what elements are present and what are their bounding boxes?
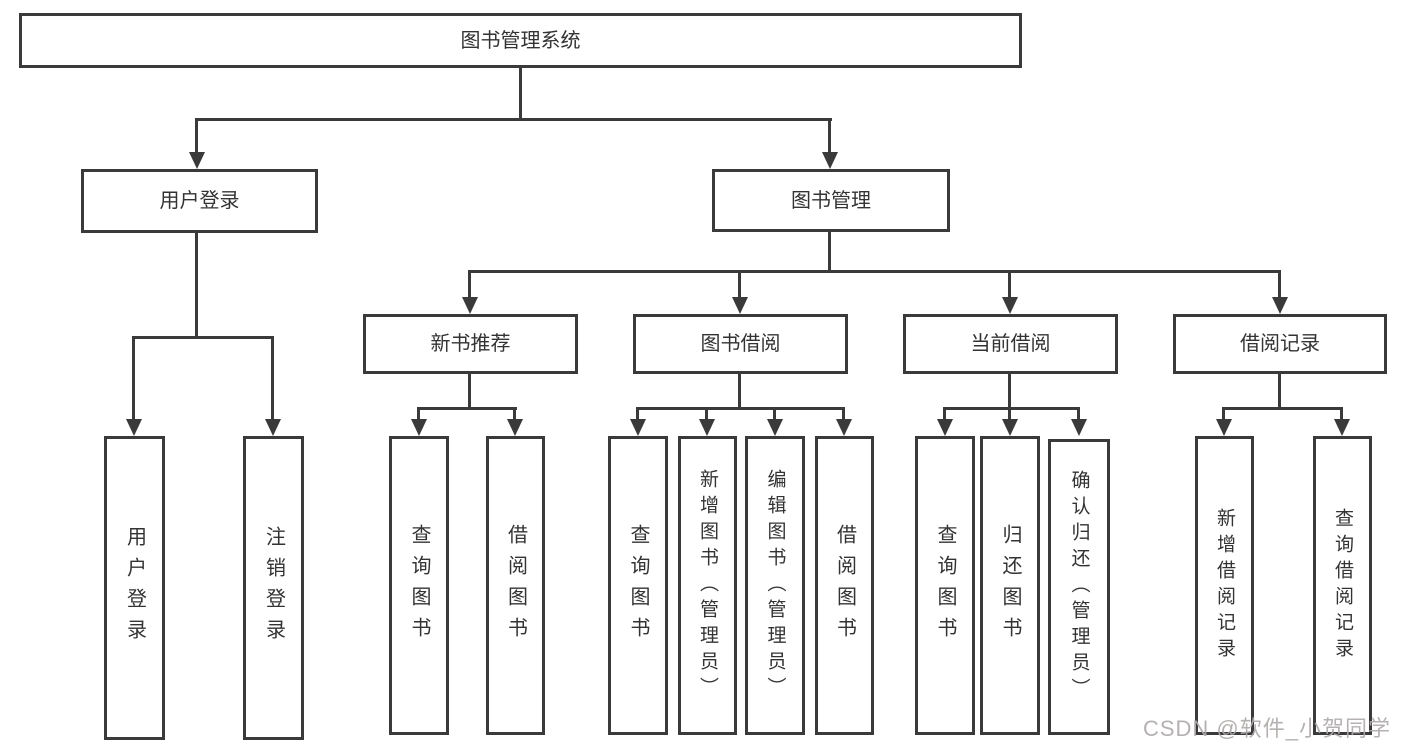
arrowhead-icon: [937, 419, 953, 436]
arrowhead-icon: [836, 419, 852, 436]
edge-root-stem: [519, 68, 522, 119]
leaf-user-login: 用户登录: [104, 436, 165, 740]
node-label: 当前借阅: [970, 333, 1051, 355]
arrowhead-icon: [1002, 297, 1018, 314]
edge-borrow-record-rail: [1222, 407, 1343, 410]
arrowhead-icon: [1272, 297, 1288, 314]
arrowhead-icon: [126, 419, 142, 436]
edge-leaf-stem: [705, 407, 708, 419]
node-label: 新书推荐: [430, 333, 511, 355]
edge-leaf-stem: [513, 407, 516, 419]
leaf-return-books: 归还图书: [980, 436, 1040, 735]
edge-leaf-stem: [636, 407, 639, 419]
leaf-query-borrow-record: 查询借阅记录: [1313, 436, 1372, 735]
leaf-borrow-books-2: 借阅图书: [815, 436, 874, 735]
edge-current-borrow-stem: [1008, 374, 1011, 407]
arrowhead-icon: [1071, 419, 1087, 436]
edge-new-book-rail: [417, 407, 517, 410]
arrowhead-icon: [630, 419, 646, 436]
leaf-query-books-1: 查询图书: [389, 436, 449, 735]
node-label: 借阅图书: [504, 523, 527, 648]
node-book-borrowing: 图书借阅: [633, 314, 848, 374]
node-label: 编辑图书（管理员）: [764, 468, 786, 703]
node-label: 借阅图书: [833, 523, 856, 648]
edge-leaf-stem: [1340, 407, 1343, 419]
node-label: 用户登录: [159, 190, 240, 212]
edge-leaf-stem: [417, 407, 420, 419]
arrowhead-icon: [265, 419, 281, 436]
edge-to-book-mgmt: [828, 118, 831, 152]
node-label: 查询图书: [934, 523, 956, 648]
node-label: 确认归还（管理员）: [1068, 470, 1090, 704]
node-label: 图书管理系统: [460, 29, 581, 52]
node-label: 新增借阅记录: [1214, 507, 1235, 664]
edge-new-book-stem: [468, 374, 471, 407]
edge-borrow-record-stem: [1278, 374, 1281, 407]
edge-to-book-borrow: [738, 270, 741, 297]
arrowhead-icon: [189, 152, 205, 169]
edge-user-login-rail: [132, 336, 274, 339]
node-new-book-recommendation: 新书推荐: [363, 314, 578, 374]
arrowhead-icon: [699, 419, 715, 436]
arrowhead-icon: [411, 419, 427, 436]
arrowhead-icon: [822, 152, 838, 169]
leaf-add-books-admin: 新增图书（管理员）: [678, 436, 737, 735]
leaf-borrow-books-1: 借阅图书: [486, 436, 545, 735]
node-book-management-branch: 图书管理: [712, 169, 950, 232]
node-label: 查询图书: [627, 523, 649, 648]
arrowhead-icon: [1002, 419, 1018, 436]
edge-to-borrow-record: [1278, 270, 1281, 297]
node-label: 图书管理: [791, 189, 871, 212]
edge-book-borrow-rail: [636, 407, 845, 410]
arrowhead-icon: [767, 419, 783, 436]
edge-current-borrow-rail: [943, 407, 1080, 410]
arrowhead-icon: [732, 297, 748, 314]
leaf-confirm-return-admin: 确认归还（管理员）: [1048, 439, 1110, 735]
edge-leaf-stem: [773, 407, 776, 419]
node-label: 注销登录: [262, 526, 285, 650]
edge-to-current-borrow: [1008, 270, 1011, 297]
edge-book-mgmt-stem: [828, 232, 831, 270]
edge-book-borrow-stem: [738, 374, 741, 407]
edge-to-leaf-user-login: [132, 336, 135, 419]
node-label: 归还图书: [999, 523, 1021, 648]
edge-to-new-book: [468, 270, 471, 297]
edge-leaf-stem: [1077, 407, 1080, 419]
node-user-login-branch: 用户登录: [81, 169, 318, 233]
leaf-logout: 注销登录: [243, 436, 304, 740]
node-label: 查询图书: [408, 523, 430, 648]
edge-level1-rail: [195, 118, 832, 121]
arrowhead-icon: [507, 419, 523, 436]
node-label: 查询借阅记录: [1332, 507, 1353, 664]
node-label: 用户登录: [123, 526, 146, 650]
edge-leaf-stem: [842, 407, 845, 419]
edge-leaf-stem: [1008, 407, 1011, 419]
edge-to-leaf-logout: [271, 336, 274, 419]
leaf-edit-books-admin: 编辑图书（管理员）: [745, 436, 805, 735]
node-label: 图书借阅: [700, 333, 781, 355]
node-current-borrowing: 当前借阅: [903, 314, 1118, 374]
leaf-query-books-3: 查询图书: [915, 436, 975, 735]
arrowhead-icon: [1334, 419, 1350, 436]
edge-level3-rail: [468, 270, 1281, 273]
node-label: 借阅记录: [1240, 333, 1320, 355]
edge-leaf-stem: [943, 407, 946, 419]
csdn-watermark: CSDN @软件_小贺同学: [1142, 716, 1391, 741]
node-root-library-system: 图书管理系统: [19, 13, 1022, 68]
arrowhead-icon: [462, 297, 478, 314]
node-label: 新增图书（管理员）: [697, 468, 718, 703]
leaf-query-books-2: 查询图书: [608, 436, 668, 735]
edge-leaf-stem: [1222, 407, 1225, 419]
node-borrowing-records: 借阅记录: [1173, 314, 1387, 374]
arrowhead-icon: [1216, 419, 1232, 436]
leaf-add-borrow-record: 新增借阅记录: [1195, 436, 1254, 735]
edge-to-user-login: [195, 118, 198, 152]
edge-user-login-stem: [195, 233, 198, 336]
